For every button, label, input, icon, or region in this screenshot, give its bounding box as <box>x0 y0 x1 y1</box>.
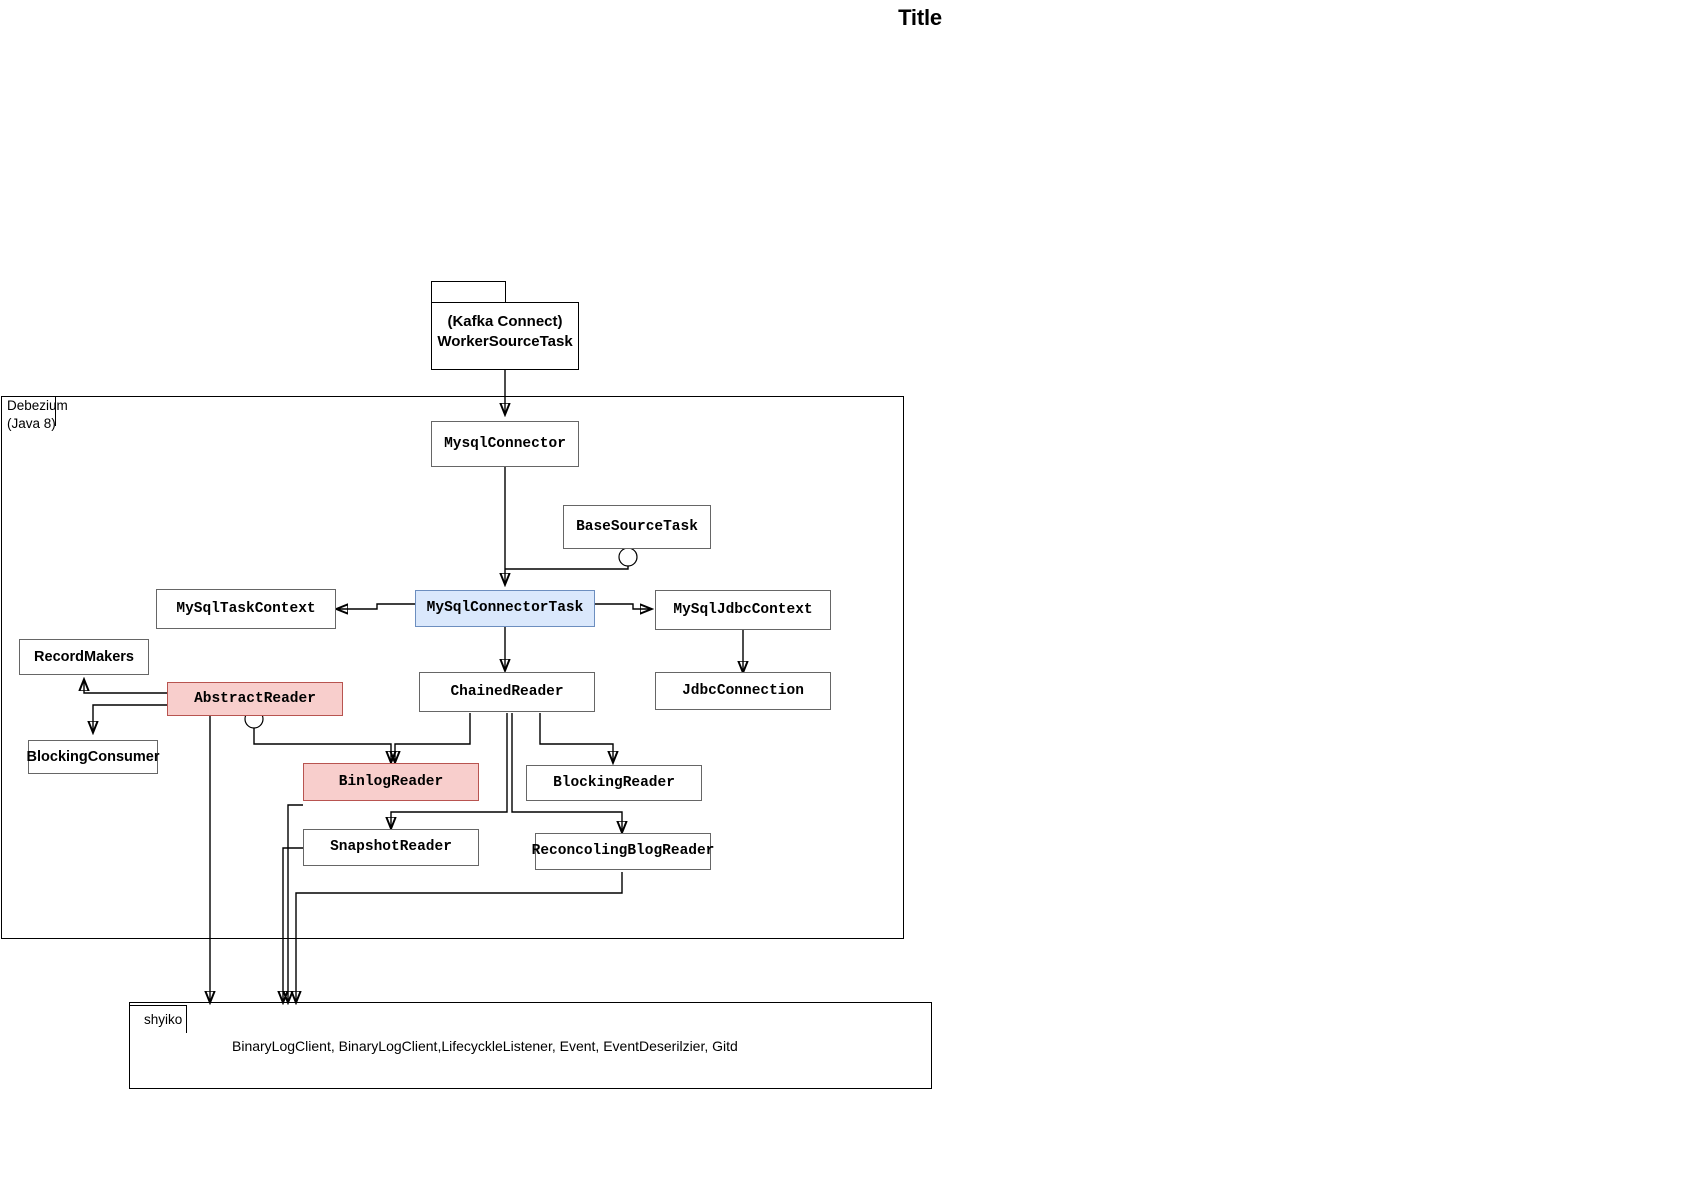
debezium-package-tab <box>1 396 56 426</box>
shyiko-package-content: BinaryLogClient, BinaryLogClient,Lifecyc… <box>232 1038 738 1054</box>
node-snapshotreader[interactable]: SnapshotReader <box>303 829 479 866</box>
node-blockingconsumer[interactable]: BlockingConsumer <box>27 740 159 774</box>
node-mysqljdbccontext[interactable]: MySqlJdbcContext <box>655 590 831 630</box>
node-abstractreader[interactable]: AbstractReader <box>167 682 343 716</box>
node-reconcolingblogreader[interactable]: ReconcolingBlogReader <box>532 833 714 870</box>
kafka-connect-package-label: (Kafka Connect) WorkerSourceTask <box>437 313 573 351</box>
kafka-connect-package-tab <box>431 281 506 303</box>
node-recordmakers[interactable]: RecordMakers <box>19 639 149 675</box>
shyiko-package-label: shyiko <box>144 1012 183 1027</box>
node-mysqlconnectortask[interactable]: MySqlConnectorTask <box>415 590 595 627</box>
node-blockingreader[interactable]: BlockingReader <box>526 765 702 801</box>
page-title: Title <box>898 5 942 30</box>
node-mysqlconnector[interactable]: MysqlConnector <box>431 421 579 467</box>
shyiko-package-body <box>129 1002 932 1089</box>
debezium-package-label: Debezium (Java 8) <box>7 398 68 432</box>
node-basesourcetask[interactable]: BaseSourceTask <box>563 505 711 549</box>
shyiko-package-tab <box>129 1005 187 1033</box>
node-jdbcconnection[interactable]: JdbcConnection <box>655 672 831 710</box>
node-chainedreader[interactable]: ChainedReader <box>419 672 595 712</box>
node-binlogreader[interactable]: BinlogReader <box>303 763 479 801</box>
kafka-connect-package-body <box>431 302 579 370</box>
node-mysqltaskcontext[interactable]: MySqlTaskContext <box>156 589 336 629</box>
